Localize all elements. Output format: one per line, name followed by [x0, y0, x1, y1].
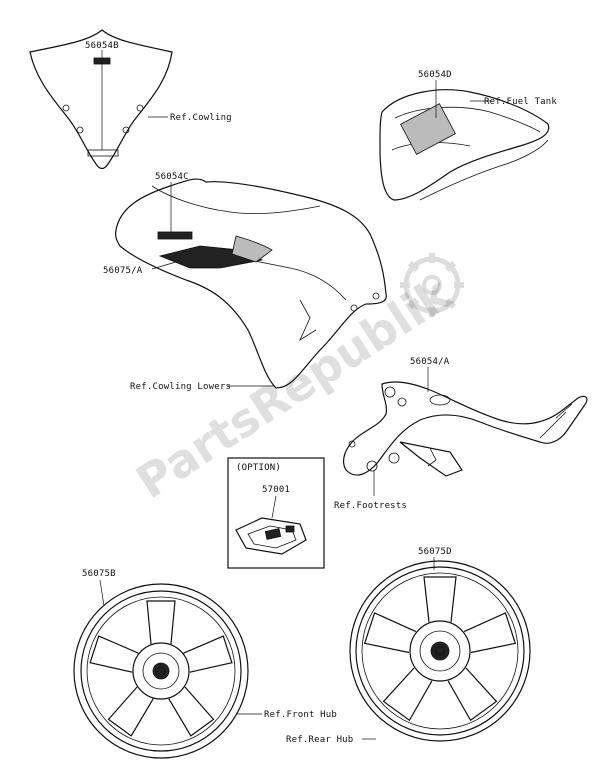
- gear-icon: [400, 253, 464, 317]
- fuel-tank-decal: [379, 89, 550, 201]
- tool-part: [235, 517, 307, 555]
- label-ref-rear-hub: Ref.Rear Hub: [286, 735, 353, 745]
- label-56075A: 56075/A: [103, 266, 143, 276]
- front-wheel: [73, 583, 249, 759]
- label-ref-cowling: Ref.Cowling: [170, 113, 232, 123]
- side-cowling-decal: [115, 178, 387, 389]
- label-56054D: 56054D: [418, 70, 452, 80]
- label-ref-footrests: Ref.Footrests: [334, 501, 407, 511]
- label-57001: 57001: [262, 485, 290, 495]
- label-ref-fuel-tank: Ref.Fuel Tank: [484, 97, 557, 107]
- label-ref-cowling-lowers: Ref.Cowling Lowers: [130, 382, 231, 392]
- label-56054C: 56054C: [155, 172, 189, 182]
- rear-wheel: [349, 560, 531, 742]
- footrest-bracket-decal: [342, 381, 588, 477]
- label-56054A: 56054/A: [410, 357, 450, 367]
- label-56075D: 56075D: [418, 547, 452, 557]
- option-box: (OPTION) 57001: [227, 457, 325, 569]
- label-56075B: 56075B: [82, 569, 116, 579]
- label-ref-front-hub: Ref.Front Hub: [264, 710, 337, 720]
- label-option: (OPTION): [236, 463, 281, 473]
- label-56054B: 56054B: [85, 41, 119, 51]
